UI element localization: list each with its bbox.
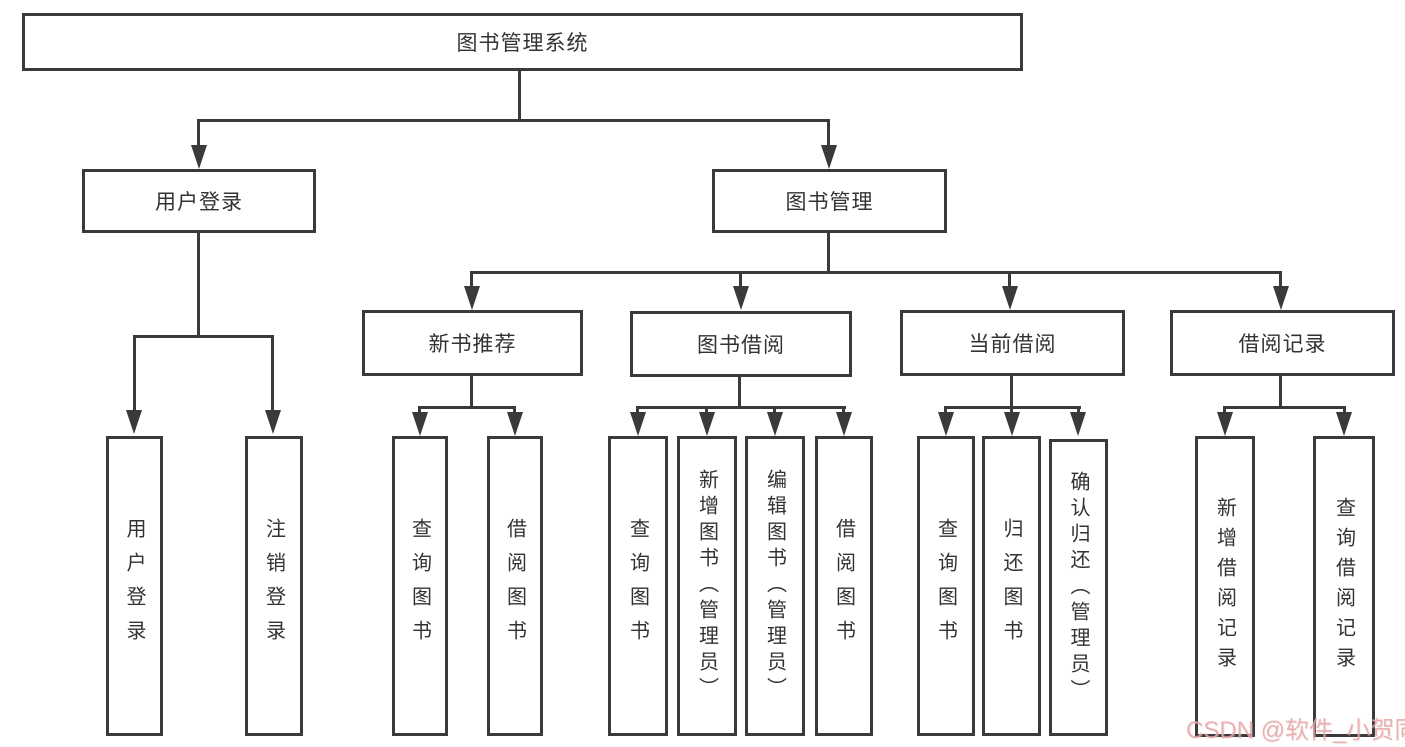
leaf-return-books: 归还图书	[982, 436, 1041, 736]
arrow-down-icon	[699, 412, 715, 436]
leaf-confirm-return-admin: 确认归还（管理员）	[1049, 439, 1108, 736]
arrow-down-icon	[126, 410, 142, 434]
connector-line	[197, 119, 200, 149]
connector-line	[271, 335, 274, 415]
leaf-add-books-admin: 新增图书（管理员）	[677, 436, 737, 736]
arrow-down-icon	[938, 412, 954, 436]
node-book-borrowing: 图书借阅	[630, 311, 852, 377]
leaf-query-books: 查询图书	[917, 436, 975, 736]
arrow-down-icon	[1273, 286, 1289, 310]
connector-line	[1223, 406, 1226, 416]
connector-line	[418, 406, 516, 409]
arrow-down-icon	[412, 412, 428, 436]
arrow-down-icon	[767, 412, 783, 436]
arrow-down-icon	[265, 410, 281, 434]
connector-line	[1077, 406, 1080, 416]
arrow-down-icon	[1002, 286, 1018, 310]
connector-line	[773, 406, 776, 416]
connector-line	[470, 271, 473, 291]
leaf-query-books: 查询图书	[392, 436, 448, 736]
node-label: 用户登录	[155, 191, 243, 214]
arrow-down-icon	[464, 286, 480, 310]
connector-line	[1008, 271, 1011, 291]
connector-line	[827, 119, 830, 149]
arrow-down-icon	[1336, 412, 1352, 436]
arrow-down-icon	[836, 412, 852, 436]
connector-line	[739, 271, 742, 291]
connector-line	[944, 406, 947, 416]
arrow-down-icon	[1004, 412, 1020, 436]
node-library-management-system: 图书管理系统	[22, 13, 1023, 71]
connector-line	[705, 406, 708, 416]
connector-line	[133, 335, 136, 415]
connector-line	[518, 70, 521, 122]
node-current-borrowing: 当前借阅	[900, 310, 1125, 376]
leaf-edit-books-admin: 编辑图书（管理员）	[745, 436, 805, 736]
connector-line	[1010, 376, 1013, 409]
node-label: 图书管理系统	[456, 32, 589, 55]
connector-line	[636, 406, 846, 409]
connector-line	[418, 406, 421, 416]
connector-line	[197, 119, 830, 122]
node-book-management: 图书管理	[712, 169, 947, 233]
arrow-down-icon	[1217, 412, 1233, 436]
node-label: 新书推荐	[428, 333, 517, 356]
arrow-down-icon	[1070, 412, 1086, 436]
node-borrowing-records: 借阅记录	[1170, 310, 1395, 376]
leaf-query-books: 查询图书	[608, 436, 668, 736]
leaf-user-login: 用户登录	[106, 436, 163, 736]
connector-line	[1010, 406, 1013, 416]
leaf-logout: 注销登录	[245, 436, 303, 736]
arrow-down-icon	[630, 412, 646, 436]
arrow-down-icon	[821, 145, 837, 169]
arrow-down-icon	[191, 145, 207, 169]
connector-line	[1343, 406, 1346, 416]
node-label: 图书借阅	[697, 334, 785, 357]
connector-line	[842, 406, 845, 416]
connector-line	[513, 406, 516, 416]
connector-line	[470, 271, 1282, 274]
connector-line	[470, 376, 473, 409]
csdn-watermark: CSDN @软件_小贺同学	[1186, 717, 1405, 744]
connector-line	[1279, 271, 1282, 291]
connector-line	[636, 406, 639, 416]
node-user-login: 用户登录	[82, 169, 316, 233]
node-new-book-recommendation: 新书推荐	[362, 310, 583, 376]
arrow-down-icon	[507, 412, 523, 436]
node-label: 图书管理	[785, 191, 874, 214]
node-label: 当前借阅	[968, 333, 1057, 356]
connector-line	[738, 377, 741, 409]
leaf-borrow-books: 借阅图书	[487, 436, 543, 736]
arrow-down-icon	[733, 286, 749, 310]
leaf-borrow-books: 借阅图书	[815, 436, 873, 736]
node-label: 借阅记录	[1238, 333, 1327, 356]
connector-line	[133, 335, 274, 338]
leaf-add-borrow-record: 新增借阅记录	[1195, 436, 1255, 737]
connector-line	[1279, 376, 1282, 409]
connector-line	[827, 233, 830, 274]
connector-line	[197, 233, 200, 338]
connector-line	[1223, 406, 1346, 409]
leaf-query-borrow-record: 查询借阅记录	[1313, 436, 1375, 737]
